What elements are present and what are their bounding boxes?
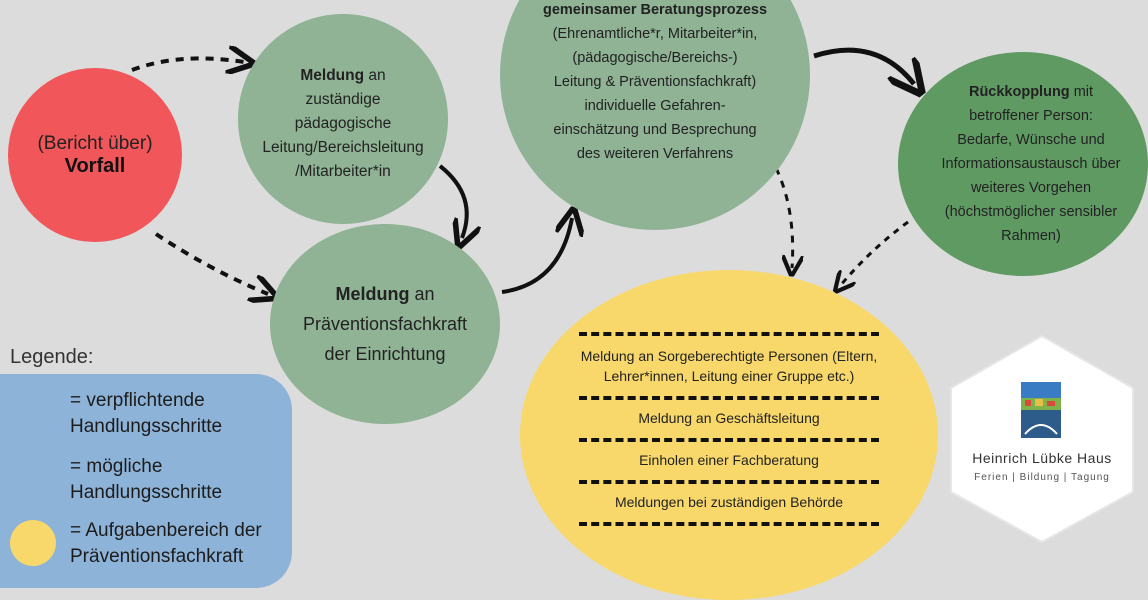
- meldung-praevention-rest3: der Einrichtung: [324, 344, 446, 364]
- beratung-l1: (Ehrenamtliche*r, Mitarbeiter*in,: [552, 26, 758, 42]
- meldung-leitung-rest5: /Mitarbeiter*in: [295, 163, 391, 180]
- legend-yellow-text: = Aufgabenbereich der Präventionsfachkra…: [70, 520, 262, 567]
- arrow-beratung-to-aufgaben: [774, 167, 793, 268]
- node-meldung-leitung: Meldung an zuständige pädagogische Leitu…: [238, 14, 448, 224]
- meldung-praevention-rest1: an: [409, 284, 435, 304]
- aufgabe-4: Meldungen bei zuständigen Behörde: [614, 494, 844, 510]
- aufgabe-1b: Lehrer*innen, Leitung einer Gruppe etc.): [603, 368, 855, 384]
- meldung-praevention-bold: Meldung: [335, 284, 410, 304]
- rueckkopplung-rest1: mit: [1069, 84, 1094, 100]
- legend-yellow-dot: [10, 520, 56, 566]
- logo: Heinrich Lübke Haus Ferien | Bildung | T…: [945, 332, 1139, 546]
- aufgabe-3: Einholen einer Fachberatung: [639, 452, 819, 468]
- beratung-l4: individuelle Gefahren-: [584, 98, 726, 114]
- dash-divider: [579, 438, 879, 442]
- beratung-l3: Leitung & Präventionsfachkraft): [553, 74, 757, 90]
- logo-name: Heinrich Lübke Haus: [972, 450, 1112, 466]
- aufgabe-2: Meldung an Geschäftsleitung: [638, 410, 820, 426]
- arrow-vorfall-to-leitung: [131, 58, 244, 70]
- vorfall-bold: Vorfall: [64, 154, 126, 177]
- dash-divider: [579, 480, 879, 484]
- rueckkopplung-l5: (höchstmöglicher sensibler: [944, 204, 1118, 220]
- arrow-praevention-to-beratung: [501, 218, 572, 294]
- rueckkopplung-l2: Bedarfe, Wünsche und: [957, 132, 1105, 148]
- meldung-leitung-rest1: an: [364, 67, 386, 84]
- node-rueckkopplung: Rückkopplung mit betroffener Person: Bed…: [898, 52, 1148, 276]
- dash-divider: [579, 396, 879, 400]
- arrow-rueckkopplung-to-aufgaben: [840, 220, 909, 286]
- legend-dashed-text: = mögliche Handlungsschritte: [70, 456, 223, 503]
- rueckkopplung-l6: Rahmen): [1001, 228, 1061, 244]
- meldung-leitung-bold: Meldung: [300, 67, 365, 84]
- arrow-vorfall-to-praevention: [154, 232, 268, 294]
- logo-tagline: Ferien | Bildung | Tagung: [974, 472, 1110, 483]
- vorfall-line1: (Bericht über): [37, 132, 153, 154]
- legend-title: Legende:: [10, 346, 94, 368]
- beratung-l2: (pädagogische/Bereichs-): [572, 50, 738, 66]
- meldung-leitung-rest4: Leitung/Bereichsleitung: [262, 139, 424, 156]
- hexagon-shape: [950, 334, 1134, 544]
- beratung-l5: einschätzung und Besprechung: [553, 122, 757, 138]
- meldung-leitung-rest2: zuständige: [305, 91, 381, 108]
- rueckkopplung-l1: betroffener Person:: [969, 108, 1093, 124]
- rueckkopplung-l3: Informationsaustausch über: [941, 156, 1121, 172]
- rueckkopplung-bold: Rückkopplung: [968, 84, 1070, 100]
- aufgabe-1a: Meldung an Sorgeberechtigte Personen (El…: [580, 348, 878, 364]
- meldung-leitung-rest3: pädagogische: [294, 115, 392, 132]
- beratung-bold: gemeinsamer Beratungsprozess: [542, 2, 768, 18]
- arrow-leitung-to-praevention: [438, 164, 467, 238]
- rueckkopplung-l4: weiteres Vorgehen: [970, 180, 1092, 196]
- legend-solid-text: = verpflichtende Handlungsschritte: [70, 390, 223, 437]
- logo-mark-icon: [1021, 382, 1061, 438]
- meldung-praevention-rest2: Präventionsfachkraft: [302, 314, 468, 334]
- beratung-l6: des weiteren Verfahrens: [576, 146, 734, 162]
- dash-divider: [579, 522, 879, 526]
- node-praeventions-aufgaben: Meldung an Sorgeberechtigte Personen (El…: [520, 270, 938, 600]
- node-vorfall: (Bericht über) Vorfall: [8, 68, 182, 242]
- arrow-beratung-to-rueckkopplung: [813, 47, 914, 84]
- node-meldung-praevention: Meldung an Präventionsfachkraft der Einr…: [270, 224, 500, 424]
- dash-divider: [579, 332, 879, 336]
